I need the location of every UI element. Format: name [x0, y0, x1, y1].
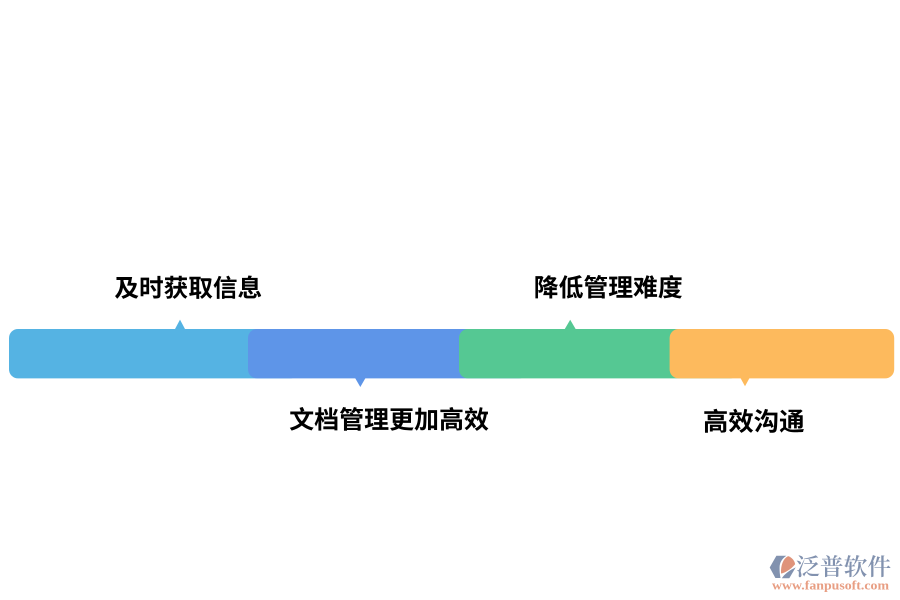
- svg-text:www.fanpusoft.com: www.fanpusoft.com: [772, 577, 889, 592]
